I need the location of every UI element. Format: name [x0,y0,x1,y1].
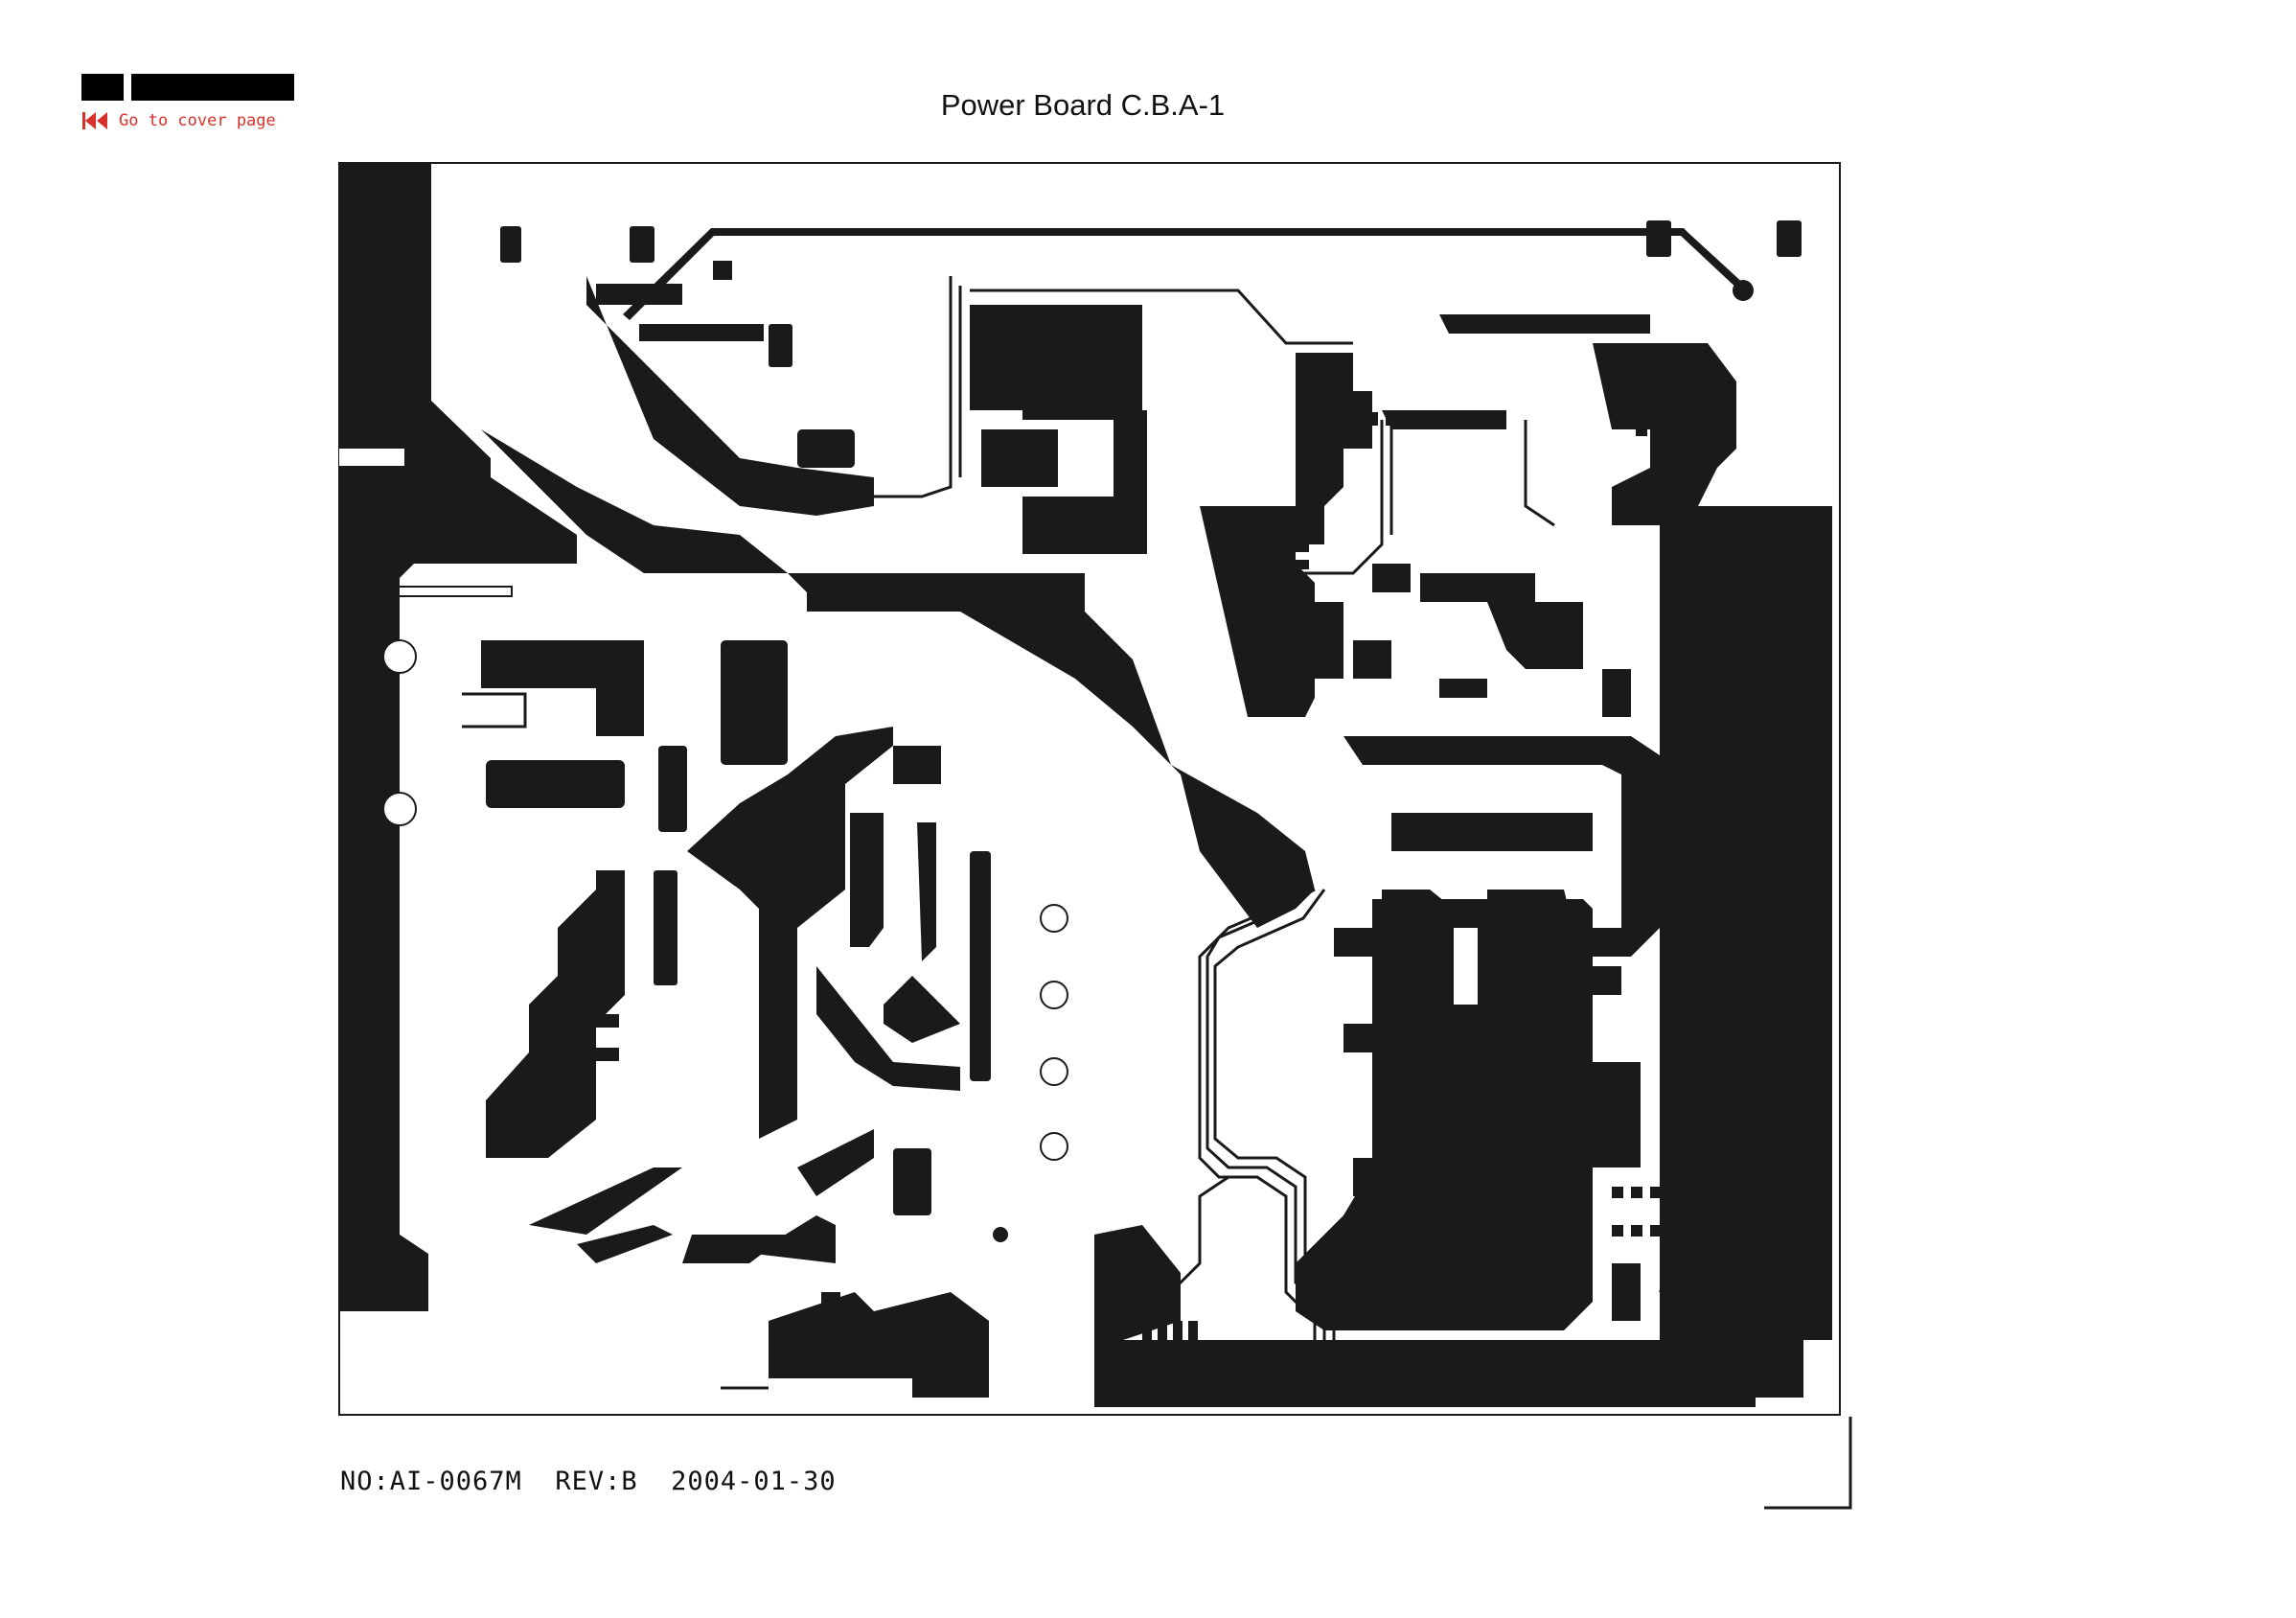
crop-mark [1759,1417,1855,1513]
upper-mid-block [970,305,1142,410]
drawing-date: 2004-01-30 [671,1467,837,1496]
pcb-layout-drawing [337,161,1851,1417]
page-title: Power Board C.B.A-1 [0,88,2166,123]
drawing-number: NO:AI-0067M [340,1467,522,1496]
drawing-revision: REV:B [555,1467,637,1496]
drawing-number-line: NO:AI-0067M REV:B 2004-01-30 [340,1467,837,1496]
